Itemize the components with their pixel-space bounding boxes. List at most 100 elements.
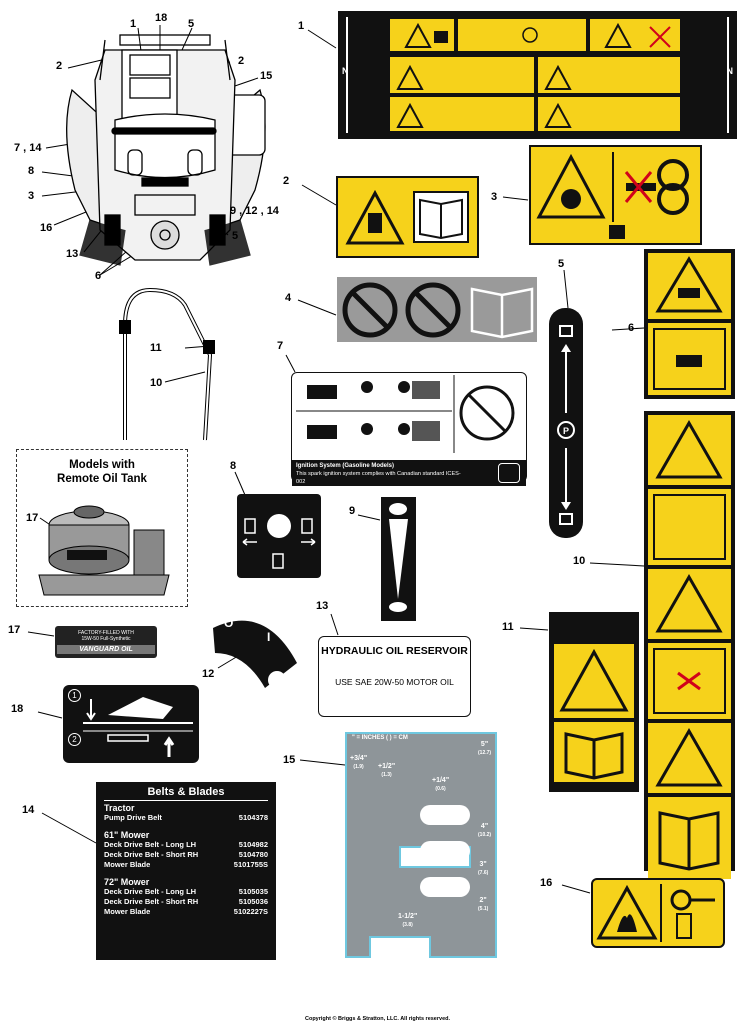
decal-4-grey-prohibition	[337, 277, 537, 342]
decal-1-side-n-right: N	[726, 66, 734, 76]
decal-4-icons	[342, 282, 534, 339]
decal-10-panel-3	[648, 569, 731, 639]
decal-9-icons	[389, 503, 408, 612]
remote-tank-title-1: Models with	[69, 459, 135, 471]
decal-1-warning-triangles	[396, 22, 671, 128]
decal-11-panel-top	[554, 644, 634, 718]
callout-15: 15	[283, 754, 296, 766]
decal-15-header: " = INCHES ( ) = CM	[352, 735, 408, 741]
decal-12-on-label: I	[267, 630, 271, 644]
callout-left-8: 8	[28, 165, 35, 177]
decal-5-park-brake: P	[549, 308, 583, 538]
decal-1-panel-park-key	[458, 19, 586, 51]
decal-15-mark-4: 5"(12.7)	[478, 741, 492, 756]
tractor-top-view-illustration	[66, 34, 266, 266]
copyright-text: Copyright © Briggs & Stratton, LLC. All …	[304, 1016, 451, 1022]
callout-3: 3	[491, 191, 498, 203]
decal-15-mark-7: 2"(5.1)	[478, 897, 489, 912]
decal-13-hydraulic-oil: HYDRAULIC OIL RESERVOIR USE SAE 20W-50 M…	[318, 636, 471, 717]
decal-5-icons: P	[557, 325, 575, 525]
decal-17-line2: 15W-50 Full-Synthetic	[81, 636, 131, 642]
callout-left-2a: 2	[56, 60, 63, 72]
decal-10-panel-4	[648, 643, 731, 719]
decal-3-entanglement-warning	[529, 145, 702, 245]
callout-left-18: 18	[155, 12, 168, 24]
decal-11-slope-warning	[549, 612, 639, 792]
callout-4: 4	[285, 292, 292, 304]
decal-14-m72-head: 72" Mower	[104, 877, 150, 887]
decal-1-side-n-left: N	[342, 66, 349, 76]
decal-12-off-label: O	[224, 616, 234, 630]
decal-17-factory-oil: FACTORY-FILLED WITH 15W-50 Full-Syntheti…	[55, 626, 157, 658]
decal-1-panel-bystanders	[538, 97, 680, 131]
callout-tank-17: 17	[26, 512, 39, 524]
callout-left-13: 13	[66, 248, 79, 260]
callout-left-5b: 5	[232, 230, 239, 242]
callout-left-6: 6	[95, 270, 102, 282]
callout-left-5: 5	[188, 18, 195, 30]
callout-17: 17	[8, 624, 21, 636]
decal-18-seat-switch: 1 2	[63, 685, 199, 763]
callout-left-3: 3	[28, 190, 35, 202]
callout-11: 11	[502, 621, 514, 633]
callout-7: 7	[277, 340, 284, 352]
decal-7-ignition-text: This spark ignition system complies with…	[296, 471, 461, 485]
decal-8-icons	[242, 514, 316, 569]
decal-11-panel-bottom	[554, 722, 634, 782]
decal-10-operator-warnings	[644, 411, 735, 879]
callout-handle-11: 11	[150, 342, 162, 354]
decal-7-ignition: Ignition System (Gasoline Models) This s…	[291, 372, 527, 486]
callout-handle-10: 10	[150, 377, 163, 389]
remote-tank-title-2: Remote Oil Tank	[57, 473, 147, 485]
decal-10-panel-5	[648, 723, 731, 793]
seat-handle-illustration	[119, 287, 215, 441]
decal-15-shape	[345, 732, 497, 958]
decal-10-panel-2	[648, 489, 731, 565]
decal-14-tractor-head: Tractor	[104, 803, 135, 813]
decal-15-mark-6: 3"(7.6)	[478, 861, 489, 876]
decal-9-throttle	[381, 497, 416, 621]
svg-text:P: P	[563, 426, 569, 436]
decal-6-panel-bottom	[648, 323, 731, 395]
decal-18-icons	[83, 697, 193, 757]
decal-7-ignition-title: Ignition System (Gasoline Models)	[296, 463, 395, 469]
callout-6: 6	[628, 322, 635, 334]
callout-left-16: 16	[40, 222, 53, 234]
callout-left-15: 15	[260, 70, 273, 82]
callout-left-1: 1	[130, 18, 137, 30]
decal-15-mark-2: +1/2"(1.3)	[378, 763, 396, 778]
decal-16-fire-hazard	[591, 878, 725, 948]
decal-15-mark-3: +1/4"(0.6)	[432, 777, 450, 792]
callout-8: 8	[230, 460, 237, 472]
decal-3-icons	[536, 152, 689, 239]
decal-10-panel-6	[648, 797, 731, 879]
decal-14-m61-head: 61" Mower	[104, 830, 150, 840]
decal-15-mark-5: 4"(10.2)	[478, 823, 492, 838]
decal-7-ignition-footer: Ignition System (Gasoline Models) This s…	[292, 460, 526, 486]
decal-13-title: HYDRAULIC OIL RESERVOIR	[321, 645, 468, 657]
callout-16: 16	[540, 877, 553, 889]
callout-left-2b: 2	[238, 55, 245, 67]
callout-1: 1	[298, 20, 305, 32]
callout-12: 12	[202, 668, 215, 680]
decal-1-panel-no-riders	[590, 19, 680, 51]
callout-10: 10	[573, 555, 586, 567]
decal-15-mark-8: 1-1/2"(3.8)	[398, 913, 418, 928]
decal-16-icons	[596, 884, 715, 942]
decal-7-certification-icon	[498, 463, 520, 483]
callout-18: 18	[11, 703, 24, 715]
decal-6-rollover-warning	[644, 249, 735, 399]
decal-10-panel-1	[648, 415, 731, 485]
callout-5: 5	[558, 258, 565, 270]
decal-17-brand: VANGUARD OIL	[57, 645, 155, 654]
decal-18-step2: 2	[68, 733, 81, 746]
remote-oil-tank-box: Models with Remote Oil Tank	[16, 449, 188, 607]
decal-13-text: USE SAE 20W-50 MOTOR OIL	[335, 677, 454, 687]
